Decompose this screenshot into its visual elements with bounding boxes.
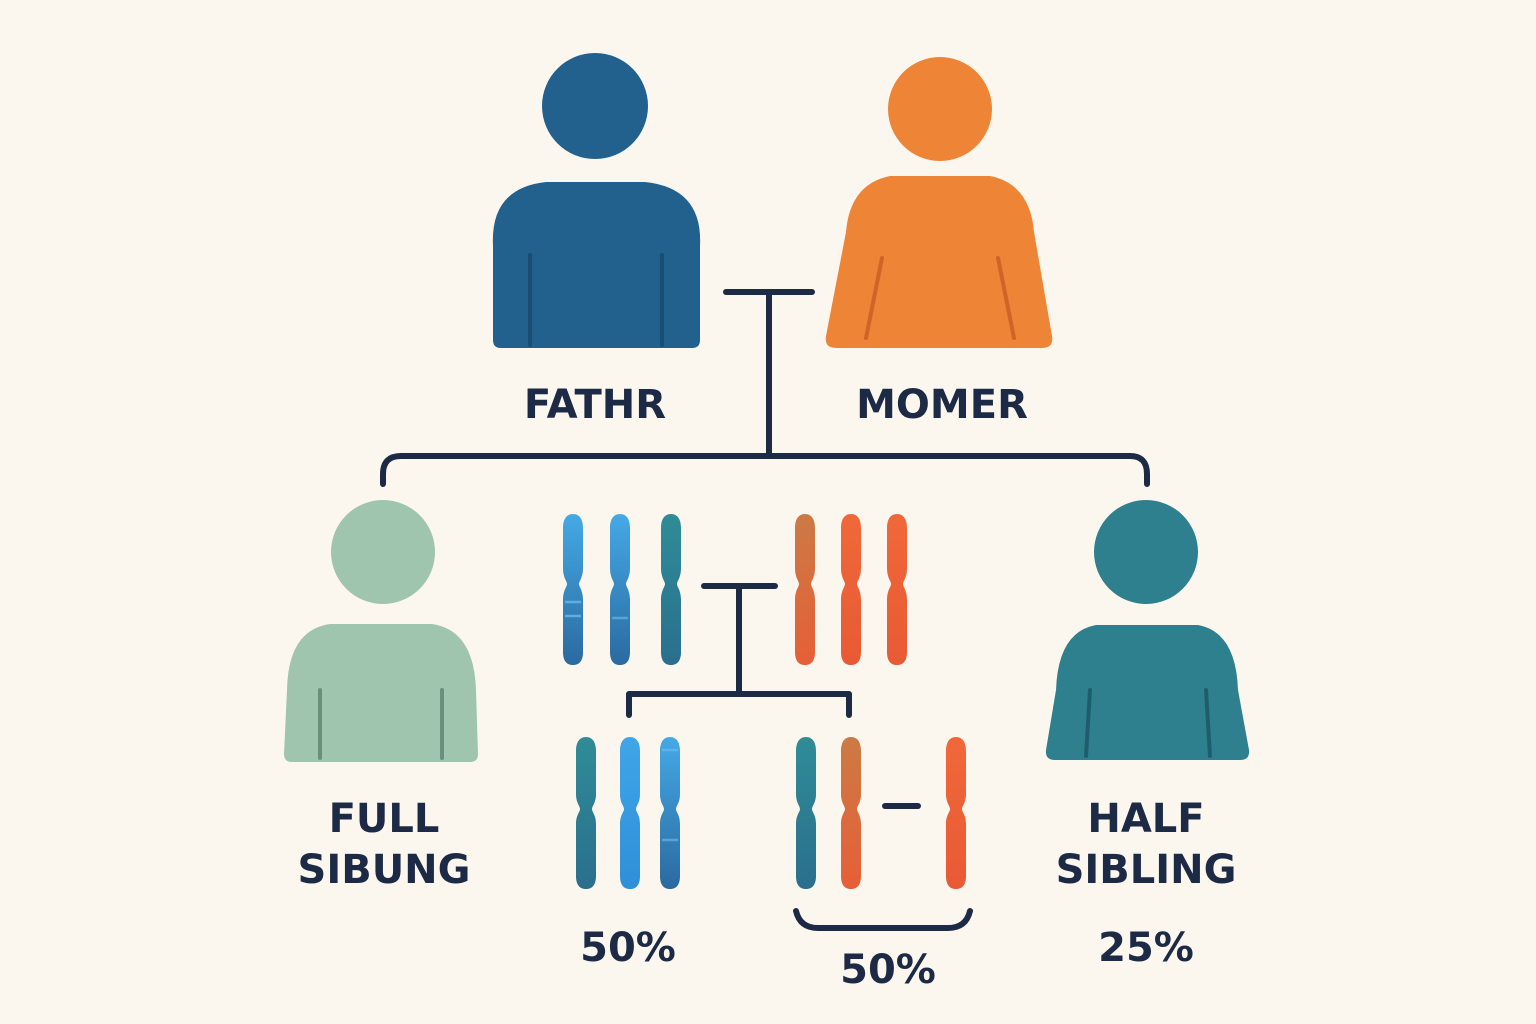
mother-label: MOMER (856, 382, 1028, 428)
chromosome-icon (610, 514, 630, 665)
full-sibling-label-line2: SIBUNG (297, 847, 471, 893)
paternal-set-percentage: 50% (580, 925, 676, 971)
chromosome-icon (946, 737, 966, 889)
chromosome-icon (563, 514, 583, 665)
chromosome-icon (841, 737, 861, 889)
chromosome-icon (576, 737, 596, 889)
siblings-bracket-line (380, 453, 1150, 487)
half-sibling-percentage: 25% (1098, 925, 1194, 971)
full-sibling-label-line1: FULL (328, 796, 440, 842)
half-sibling-label-line2: SIBLING (1055, 847, 1237, 893)
chromosome-icon (796, 737, 816, 889)
chromosome-icon (661, 514, 681, 665)
half-sibling-person-icon (1045, 500, 1250, 760)
chromosome-icon (841, 514, 861, 665)
chromosome-icon (660, 737, 680, 889)
chromosome-icon (795, 514, 815, 665)
half-sibling-label-line1: HALF (1087, 796, 1205, 842)
chromosome-icon (620, 737, 640, 889)
full-sibling-person-icon (284, 500, 478, 762)
mixed-set-percentage: 50% (840, 947, 936, 993)
mixed-set-underbrace (793, 908, 973, 931)
family-tree-connectors (380, 289, 1150, 931)
chromosome-split-bracket (626, 691, 852, 718)
father-label: FATHR (523, 382, 667, 428)
mother-person-icon (825, 57, 1053, 348)
chromosome-icon (887, 514, 907, 665)
father-person-icon (492, 53, 701, 348)
